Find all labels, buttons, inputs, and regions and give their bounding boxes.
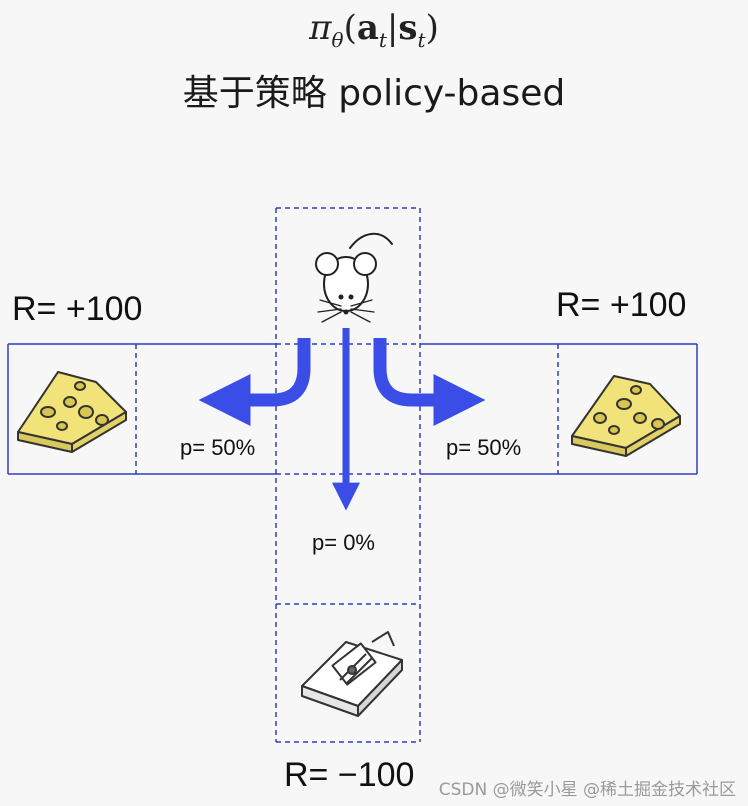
policy-formula: πθ(at|st) [309,8,439,52]
mousetrap-icon [301,631,403,717]
cheese-icon [571,375,681,457]
prob-right: p= 50% [446,435,522,460]
reward-left: R= +100 [12,290,143,328]
prob-down: p= 0% [312,530,375,555]
subtitle: 基于策略 policy-based [182,73,566,114]
cheese-icon [17,371,127,453]
watermark: CSDN @微笑小星 @稀土掘金技术社区 [438,780,736,800]
prob-left: p= 50% [180,435,256,460]
reward-bottom: R= −100 [284,756,415,794]
arrow-right [373,338,486,426]
arrow-left [198,338,311,426]
reward-right: R= +100 [556,286,687,324]
mouse-icon [315,233,393,323]
